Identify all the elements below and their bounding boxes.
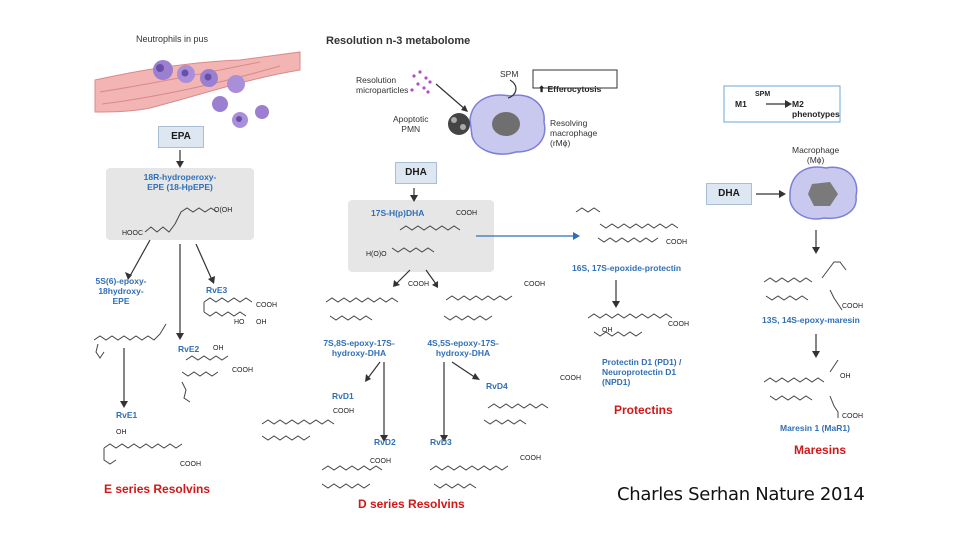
mar1-cooh: COOH [842,413,863,420]
hpepe-panel [106,168,254,240]
epoxy-4s-structure [443,295,513,321]
epa-box: EPA [158,126,204,148]
hpepe-hooc: HOOC [122,230,143,237]
rvd4-cooh: COOH [560,375,581,382]
epoxy-maresin-structure [763,261,847,311]
resolving-macrophage-label: Resolving macrophage (rMϕ) [550,118,598,148]
mar1-label: Maresin 1 (MaR1) [780,423,850,433]
hpdha-hooh: H(O)O [366,251,387,258]
rve1-structure [103,443,183,465]
rve1-label: RvE1 [116,410,138,420]
epoxide-protectin-structure [575,207,679,243]
rve3-oh: OH [256,319,267,326]
rvd2-structure [321,465,383,489]
rvd3-structure [429,465,509,489]
hpepe-label: 18R-hydroperoxy- EPE (18-HpEPE) [143,172,217,192]
rvd2-label: RvD2 [374,437,396,447]
rve1-cooh: COOH [180,461,201,468]
e-series-label: E series Resolvins [104,482,211,496]
rve3-structure [203,297,253,317]
vessel-illustration [94,51,301,128]
citation-credit: Charles Serhan Nature 2014 [617,484,865,505]
dha-center-box: DHA [395,162,437,184]
m1-spm-label: SPM [755,91,771,98]
rve3-ho: HO [234,319,245,326]
resolving-macrophage-cell [448,94,546,155]
hpdha-cooh: COOH [456,210,477,217]
protectin-epoxide-cooh: COOH [666,239,687,246]
apoptotic-pmn-label: Apoptotic PMN [393,114,429,134]
up-arrow-icon: ⬆ [538,84,546,94]
hpdha-label: 17S-H(p)DHA [371,208,425,218]
epoxy-epe-structure [93,323,167,359]
microparticles-dots [410,70,432,94]
hpepe-structure [144,207,218,233]
epoxy-maresin-label: 13S, 14S-epoxy-maresin [762,315,860,325]
rvd1-cooh: COOH [333,408,354,415]
rve2-cooh: COOH [232,367,253,374]
macrophage-cell [789,166,858,220]
m2-label: M2 phenotypes [792,99,840,119]
rvd1-label: RvD1 [332,391,354,401]
d-series-label: D series Resolvins [358,497,465,511]
epoxide-protectin-label: 16S, 17S-epoxide-protectin [572,263,682,273]
pd1-oh: OH [602,327,613,334]
arrowheads [120,100,820,442]
metabolome-title: Resolution n-3 metabolome [326,35,471,47]
hpepe-ooh: O(OH [214,207,233,214]
hpdha-structure [391,225,461,253]
epoxy-epe-label: 5S(6)-epoxy- 18hydroxy- EPE [95,276,147,306]
rve1-oh: OH [116,429,127,436]
blue-arrowhead [573,232,580,240]
pd1-cooh: COOH [668,321,689,328]
m1-label: M1 [735,99,747,109]
efferocytosis-label: ⬆ Efferocytosis [538,74,601,94]
pd1-structure [587,313,673,337]
epoxy-4s-label: 4S,5S-epoxy-17S- hydroxy-DHA [427,338,499,358]
rvd3-cooh: COOH [520,455,541,462]
maresins-label: Maresins [794,443,847,457]
protectins-label: Protectins [614,403,673,417]
epoxy-7s-label: 7S,8S-epoxy-17S- hydroxy-DHA [323,338,395,358]
maresin-epoxy-cooh: COOH [842,303,863,310]
epoxy-4s-cooh: COOH [524,281,545,288]
mar1-structure [763,359,839,418]
rve3-cooh: COOH [256,302,277,309]
arrows [123,79,817,438]
dha-right-box: DHA [706,183,752,205]
pd1-label: Protectin D1 (PD1) / Neuroprotectin D1 (… [602,357,682,387]
microparticles-label: Resolution microparticles [356,75,409,95]
spm-label: SPM [500,69,519,79]
rve2-structure [181,355,229,403]
rvd3-label: RvD3 [430,437,452,447]
efferocytosis-text: Efferocytosis [547,84,602,94]
rvd1-structure [261,419,335,441]
neutrophils-label: Neutrophils in pus [136,34,209,44]
efferocytosis-box [532,69,618,89]
epoxy-7s-cooh: COOH [408,281,429,288]
rvd4-structure [483,403,549,425]
macrophage-label: Macrophage (Mϕ) [792,145,840,165]
rvd2-cooh: COOH [370,458,391,465]
rve3-label: RvE3 [206,285,228,295]
epoxy-7s-structure [325,297,399,321]
rve2-oh: OH [213,345,224,352]
mar1-oh: OH [840,373,851,380]
rve2-label: RvE2 [178,344,200,354]
molecular-structures [93,207,847,489]
rvd4-label: RvD4 [486,381,508,391]
hpdha-panel [348,200,494,272]
